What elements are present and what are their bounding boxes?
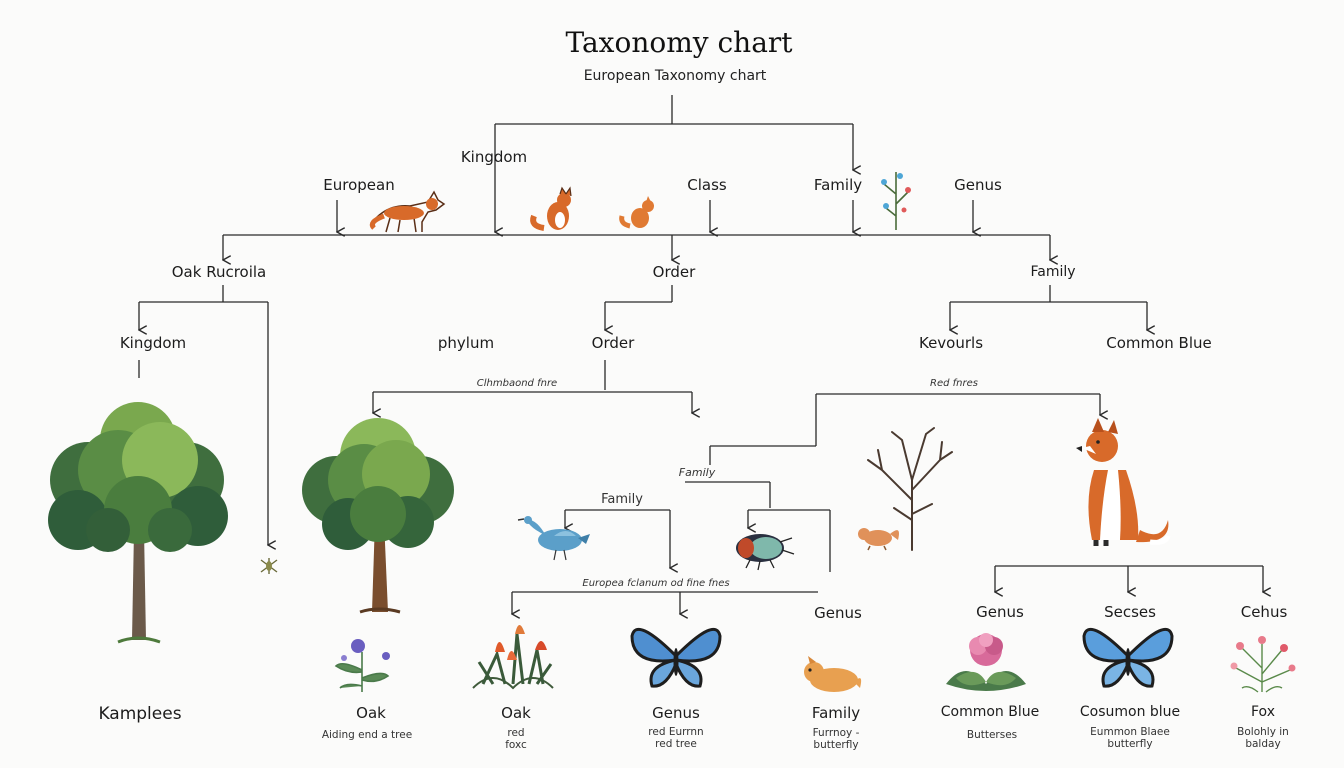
- node-kingdom-top: Kingdom: [460, 148, 528, 166]
- beetle-icon: [736, 534, 795, 571]
- tree-icon: [302, 418, 454, 614]
- node-oak-rucroila: Oak Rucroila: [171, 263, 267, 281]
- fox-icon: [619, 196, 654, 229]
- note-family-lower: Family: [601, 492, 643, 507]
- butterfly-icon: [1082, 627, 1174, 688]
- butterfly-icon: [630, 627, 722, 688]
- page-title: Taxonomy chart: [565, 26, 793, 59]
- flower-icon: [1230, 636, 1296, 693]
- caption-family-bottom: Furrnoy - butterfly: [812, 727, 860, 751]
- caption-common-blue-bottom: Butterses: [966, 729, 1018, 741]
- node-secses: Secses: [1104, 603, 1156, 621]
- caption-cosumon-blue: Eummon Blaee butterfly: [1090, 726, 1170, 750]
- insect-icon: [260, 558, 278, 574]
- node-kingdom-left: Kingdom: [119, 334, 187, 352]
- note-right: Red fnres: [930, 378, 978, 389]
- label-family-bottom: Family: [811, 704, 861, 722]
- caption-genus-bottom: red Eurrnn red tree: [648, 726, 704, 750]
- node-cehus: Cehus: [1240, 603, 1288, 621]
- node-class: Class: [687, 176, 727, 194]
- node-genus-top: Genus: [954, 176, 1002, 194]
- node-common-blue: Common Blue: [1106, 334, 1212, 352]
- connector-lines: [139, 95, 1263, 614]
- node-phylum: phylum: [437, 334, 495, 352]
- caption-oak-1: Aiding end a tree: [321, 729, 413, 741]
- label-oak-2: Oak: [501, 704, 531, 722]
- bare-tree-icon: [867, 427, 953, 551]
- tree-icon: [48, 402, 228, 644]
- caption-fox-bottom: Bolohly in balday: [1237, 726, 1289, 750]
- plant-icon: [881, 172, 911, 230]
- fox-icon: [1076, 418, 1171, 546]
- page-subtitle: European Taxonomy chart: [583, 68, 767, 84]
- flower-icon: [946, 633, 1026, 691]
- node-order-mid: Order: [652, 263, 696, 281]
- node-genus-mid: Genus: [814, 604, 862, 622]
- node-kevourls: Kevourls: [918, 334, 984, 352]
- label-genus-bottom: Genus: [652, 704, 700, 722]
- node-family-right: Family: [1030, 264, 1076, 280]
- squirrel-icon: [858, 528, 899, 551]
- flower-icon: [472, 625, 554, 690]
- fox-icon: [369, 190, 446, 233]
- note-mid: Clhmbaond fnre: [476, 378, 558, 389]
- node-european: European: [323, 176, 395, 194]
- label-common-blue-bottom: Common Blue: [940, 704, 1040, 720]
- node-genus-right: Genus: [976, 603, 1024, 621]
- note-family-upper: Family: [678, 466, 716, 479]
- note-bottom: Europea fclanum od fine fnes: [582, 578, 730, 589]
- bird-icon: [517, 516, 590, 561]
- fox-icon: [530, 186, 572, 231]
- node-family-top: Family: [813, 176, 863, 194]
- flower-icon: [334, 639, 390, 692]
- caption-oak-2: red foxc: [505, 727, 527, 751]
- squirrel-icon: [804, 656, 862, 692]
- label-cosumon-blue: Cosumon blue: [1079, 704, 1181, 720]
- label-fox-bottom: Fox: [1251, 704, 1275, 720]
- label-oak-1: Oak: [356, 704, 386, 722]
- label-kamplees: Kamplees: [98, 704, 182, 724]
- node-order-2: Order: [591, 334, 635, 352]
